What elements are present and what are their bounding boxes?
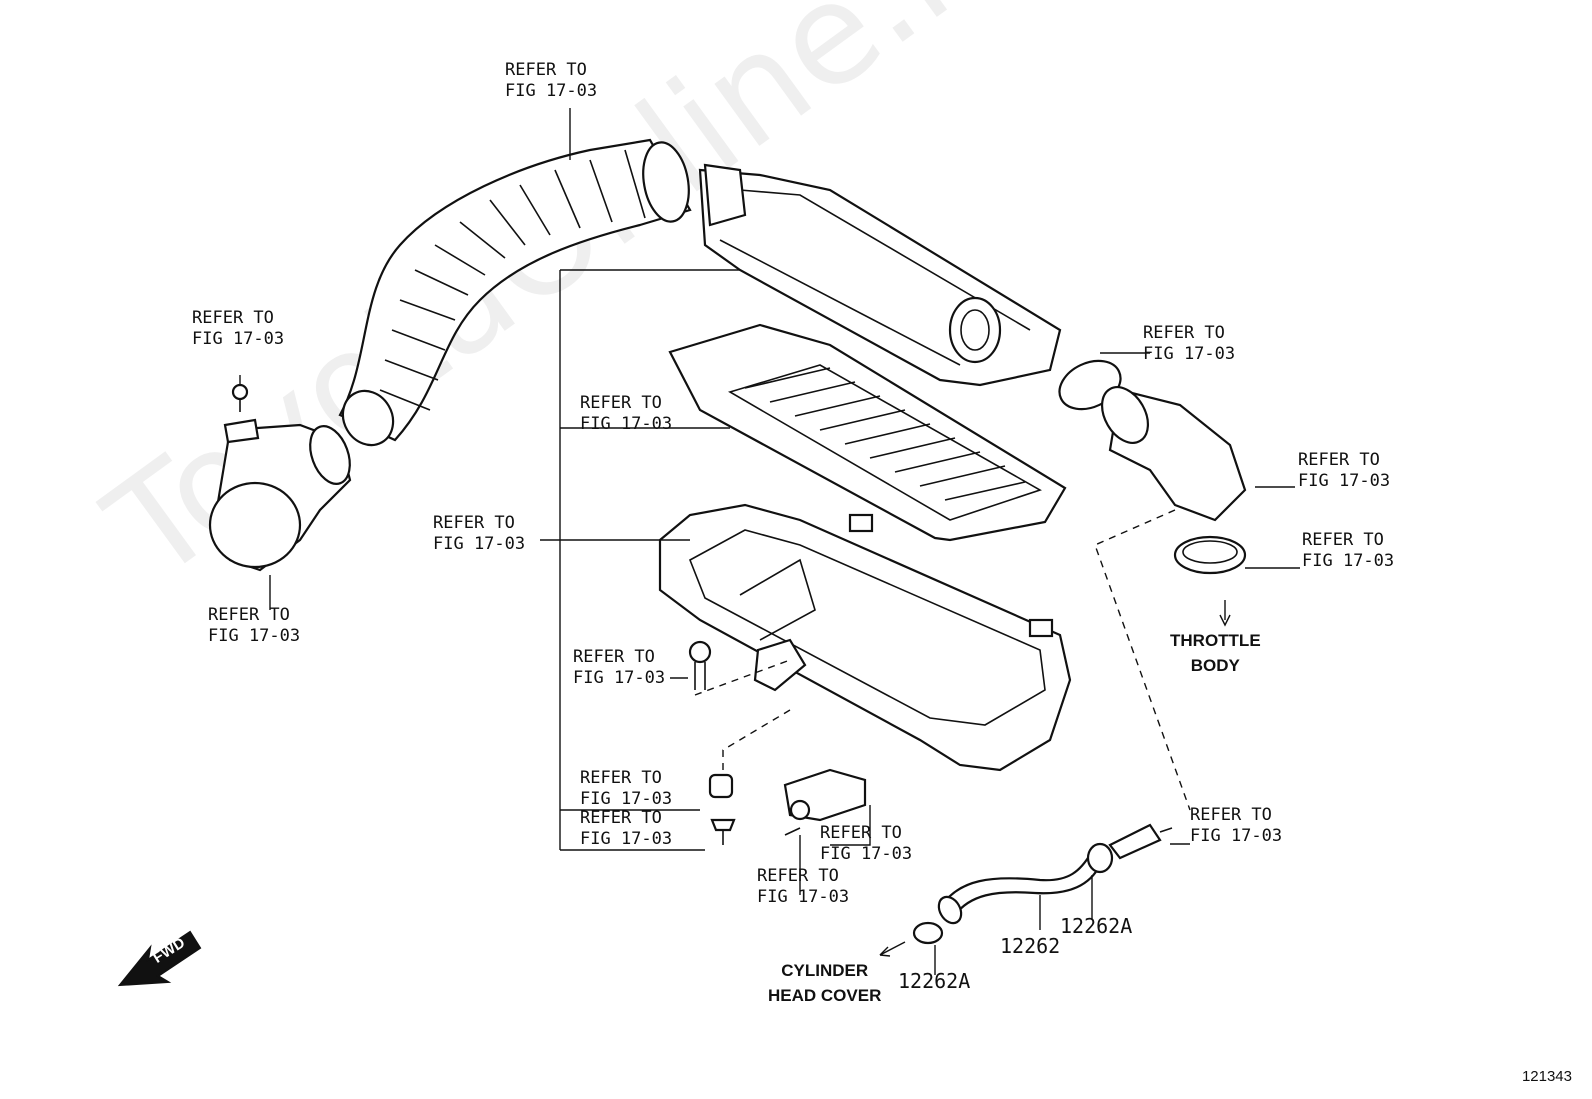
outlet-hose-and-clamps <box>1058 359 1247 575</box>
ventilation-hose <box>912 823 1173 945</box>
air-inlet-duct <box>208 383 352 572</box>
air-intake-hose <box>338 138 692 447</box>
part-number-hose: 12262 <box>1000 934 1061 958</box>
fwd-arrow <box>117 930 202 987</box>
part-number-clamp-upper: 12262A <box>1060 914 1133 938</box>
figure-number: 121343 <box>1521 1068 1572 1085</box>
leader-lines <box>239 108 1300 975</box>
small-fasteners <box>688 640 867 845</box>
part-number-clamp-lower: 12262A <box>898 969 971 993</box>
air-cleaner-case <box>658 503 1072 772</box>
air-cleaner-cap <box>698 163 1062 387</box>
air-filter-element <box>668 323 1067 542</box>
